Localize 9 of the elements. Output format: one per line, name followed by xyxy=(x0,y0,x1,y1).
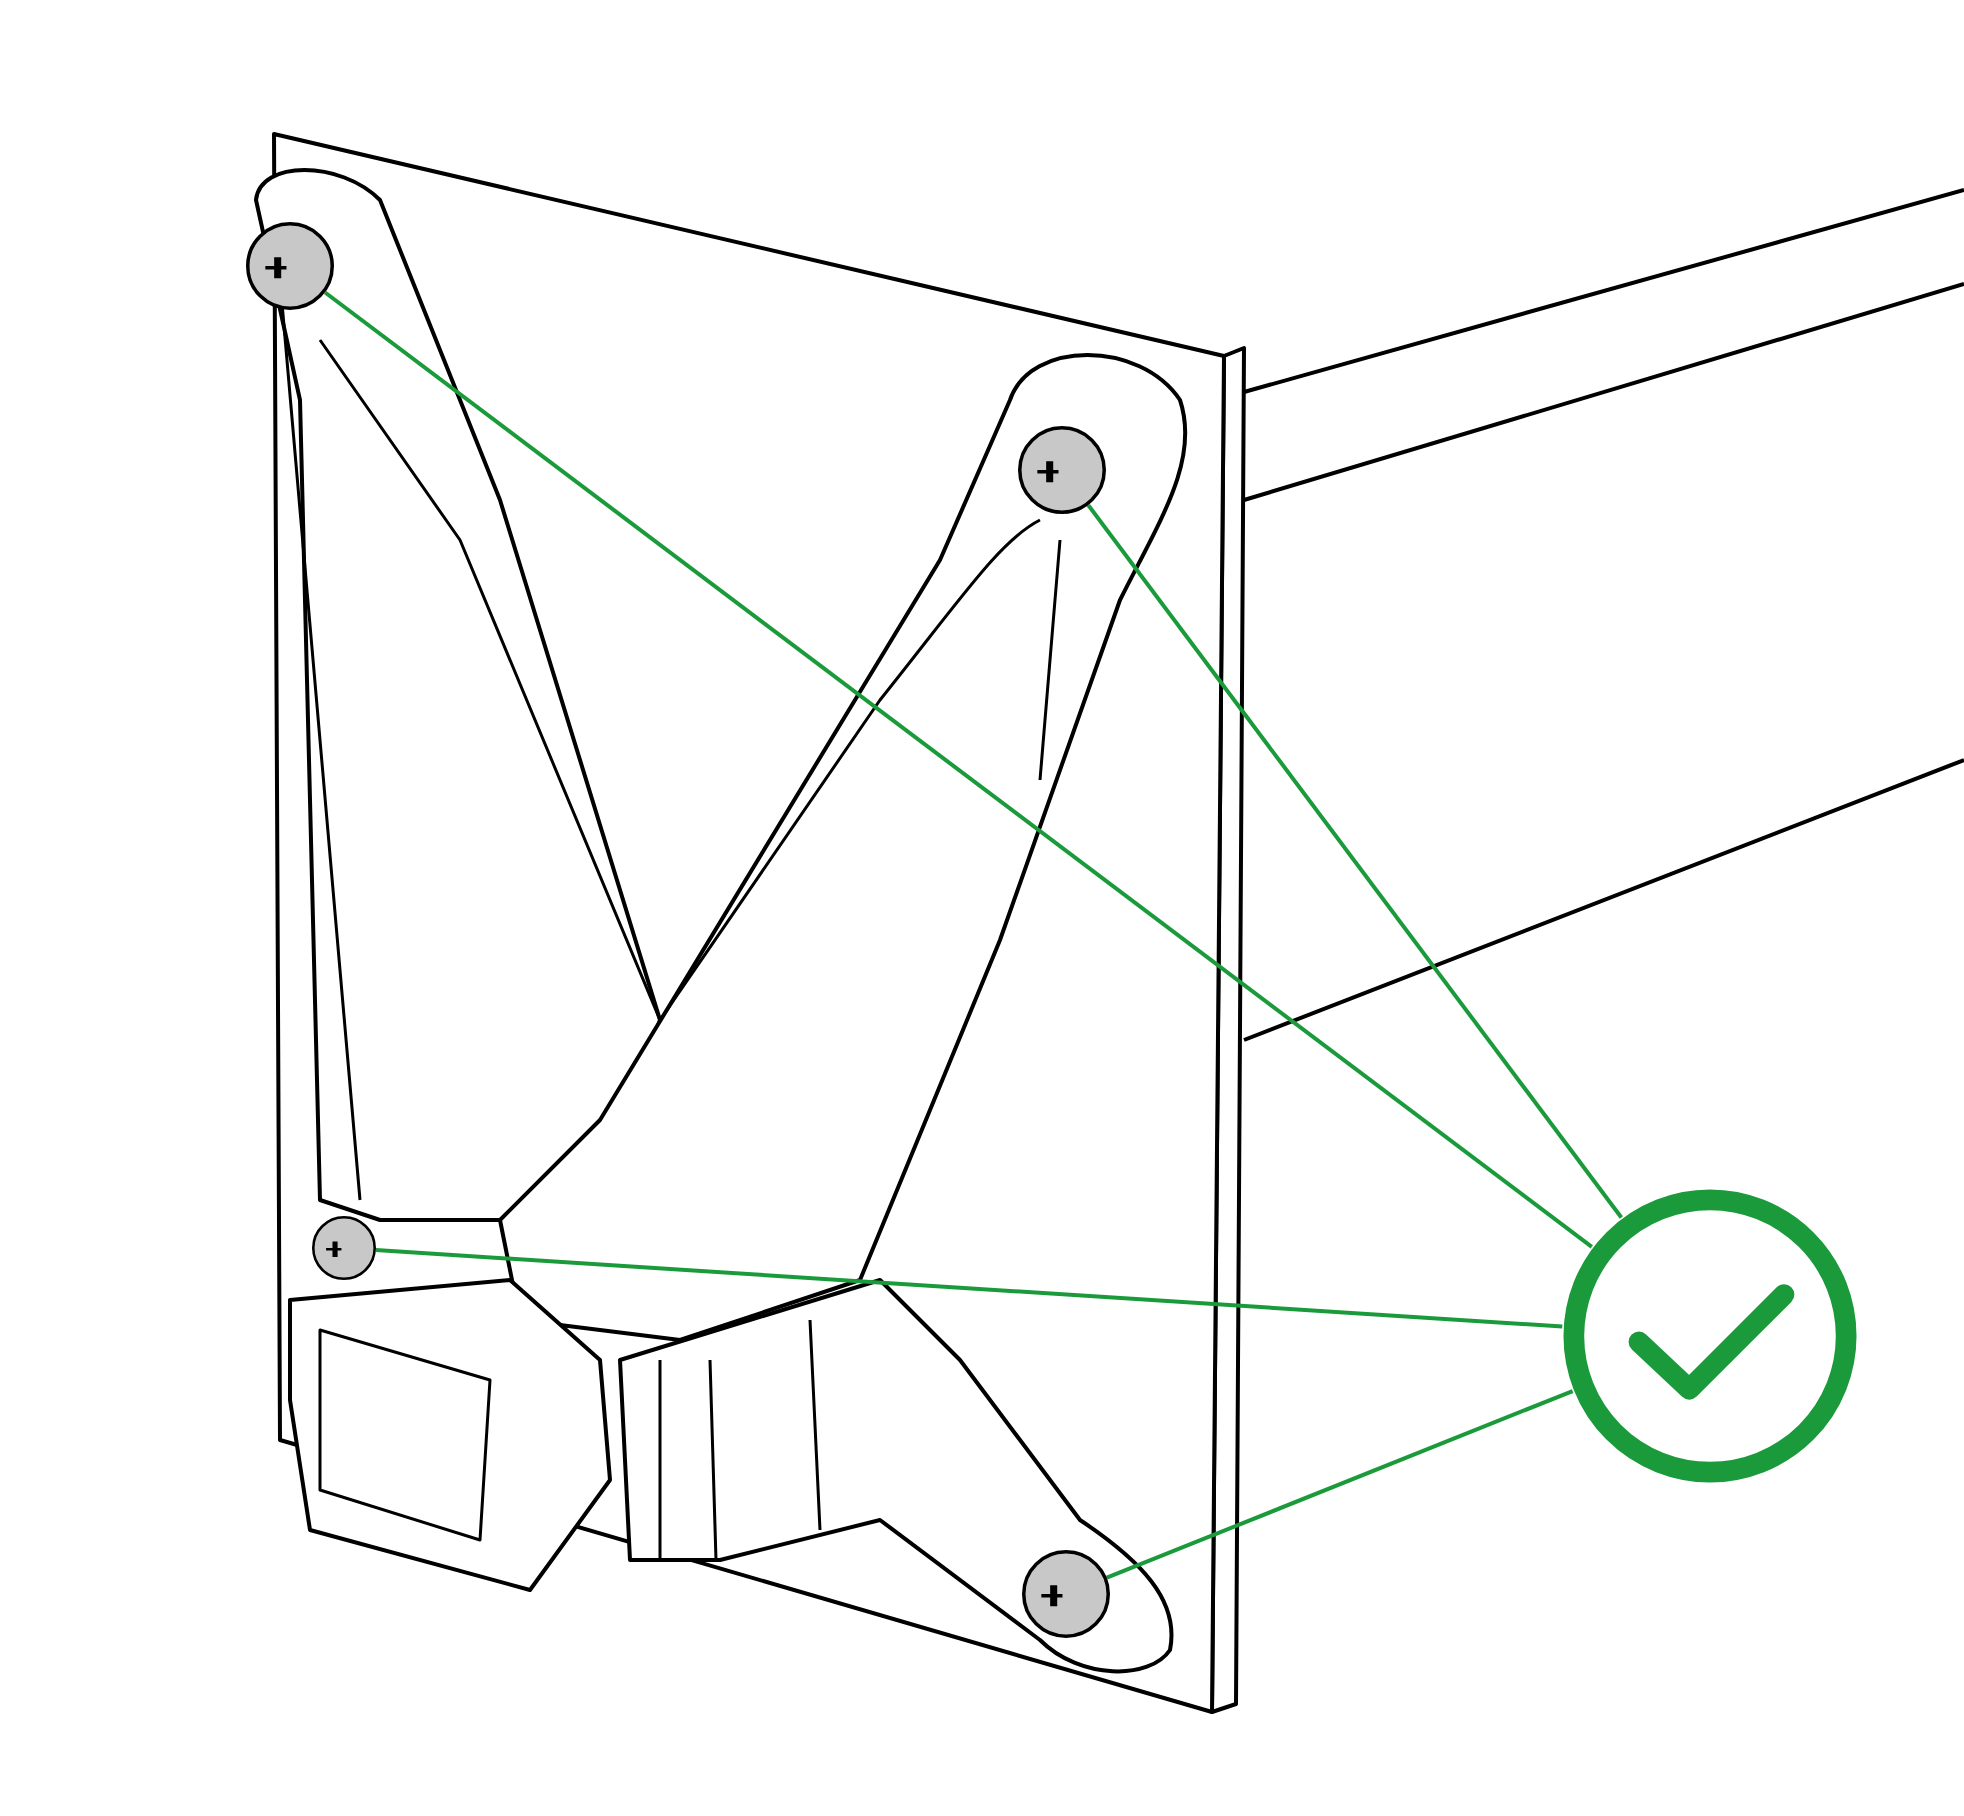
leader-line xyxy=(1086,504,1623,1219)
leader-line xyxy=(323,290,1593,1249)
checkmark-icon xyxy=(1562,1188,1858,1484)
screw-head xyxy=(1018,426,1106,514)
screw-head xyxy=(246,222,334,310)
screw-head xyxy=(1022,1550,1110,1638)
leader-line xyxy=(375,1248,1563,1329)
screw-head xyxy=(312,1216,376,1280)
leader-line xyxy=(1106,1389,1574,1580)
